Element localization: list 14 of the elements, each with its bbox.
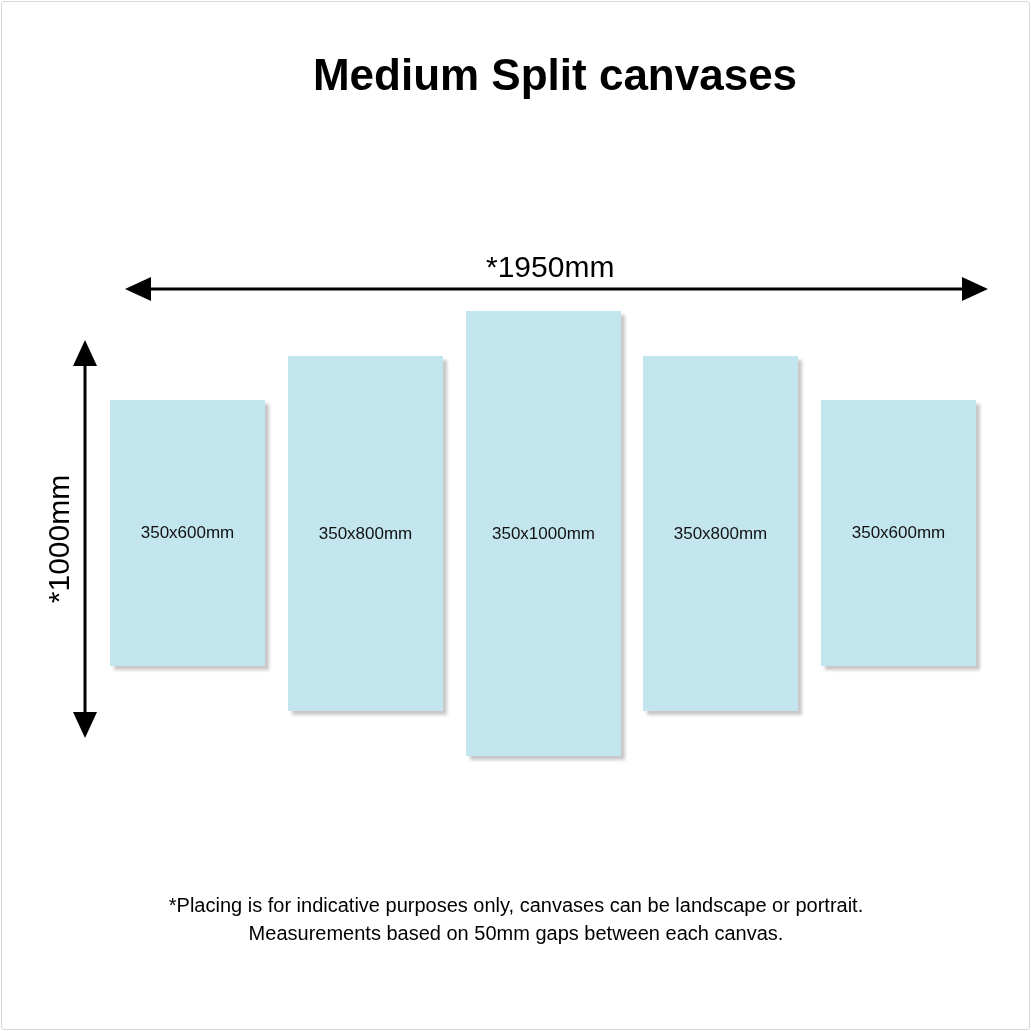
dimension-text: 350x1000mm <box>492 523 595 544</box>
caption: *Placing is for indicative purposes only, canvases can be landscape or portrait. Measurements based on 50mm gaps between each canvas. <box>167 893 865 946</box>
canvas-panel <box>821 400 976 666</box>
dimension-label: *1950mm <box>486 250 615 284</box>
dimension-text: 350x600mm <box>851 523 946 543</box>
canvas-panel <box>110 400 265 666</box>
dimension-text: 350x600mm <box>140 523 235 543</box>
title: Medium Split canvases <box>311 50 799 100</box>
canvas-panel <box>288 356 443 711</box>
canvas-panel <box>466 311 621 756</box>
dimension-label: *1000mm <box>42 474 77 604</box>
canvas-panel <box>643 356 798 711</box>
dimension-text: 350x800mm <box>673 523 768 544</box>
dimension-text: 350x800mm <box>318 523 413 544</box>
